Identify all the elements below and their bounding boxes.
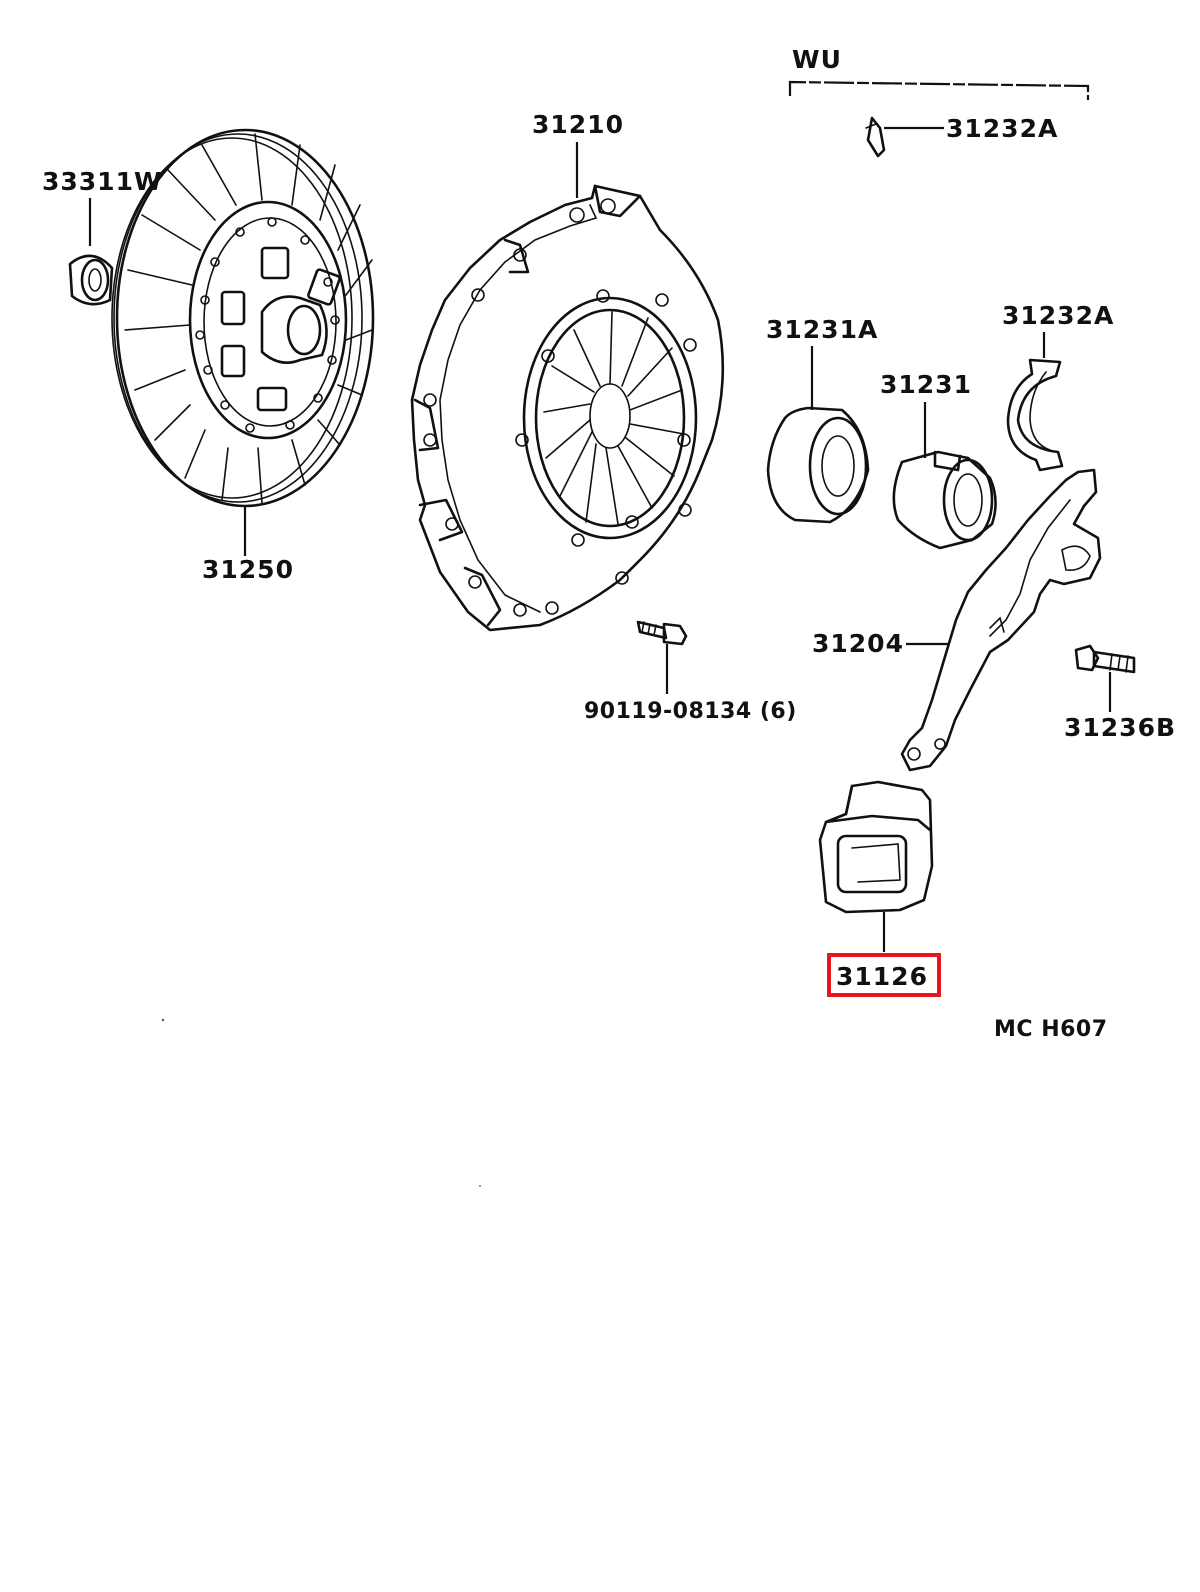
label-31126: 31126: [836, 962, 928, 991]
part-31232A-clip-top[interactable]: 31232A: [865, 114, 1058, 158]
label-31232A-top: 31232A: [946, 114, 1058, 143]
part-31210-clutch-cover[interactable]: 31210: [410, 110, 725, 632]
part-33311W-bearing[interactable]: 33311W: [42, 167, 163, 306]
part-31232A-retaining-clip[interactable]: 31232A: [1002, 301, 1114, 472]
scan-speck: [161, 1018, 165, 1022]
part-90119-08134-bolt[interactable]: 90119-08134 (6): [584, 620, 797, 724]
part-31231A-release-bearing[interactable]: 31231A: [766, 315, 878, 524]
highlight-box-31126: [827, 953, 941, 997]
wu-group-label: WU: [792, 45, 842, 74]
part-31126-boot[interactable]: 31126: [818, 780, 941, 997]
label-33311W: 33311W: [42, 167, 163, 196]
label-31232A: 31232A: [1002, 301, 1114, 330]
part-31231-bearing-hub[interactable]: 31231: [880, 370, 997, 550]
part-31250-clutch-disc[interactable]: 31250: [111, 128, 375, 584]
label-31250: 31250: [202, 555, 294, 584]
wu-group-bracket: WU: [788, 45, 1090, 100]
label-31236B: 31236B: [1064, 713, 1176, 742]
diagram-code: MC H607: [994, 1017, 1108, 1042]
label-31231A: 31231A: [766, 315, 878, 344]
label-31204: 31204: [812, 629, 904, 658]
label-90119-08134: 90119-08134 (6): [584, 699, 797, 724]
label-31210: 31210: [532, 110, 624, 139]
part-31236B-pivot-bolt[interactable]: 31236B: [1064, 644, 1176, 742]
scan-speck: [479, 1185, 481, 1187]
label-31231: 31231: [880, 370, 972, 399]
part-31204-release-fork[interactable]: 31204: [812, 468, 1102, 772]
